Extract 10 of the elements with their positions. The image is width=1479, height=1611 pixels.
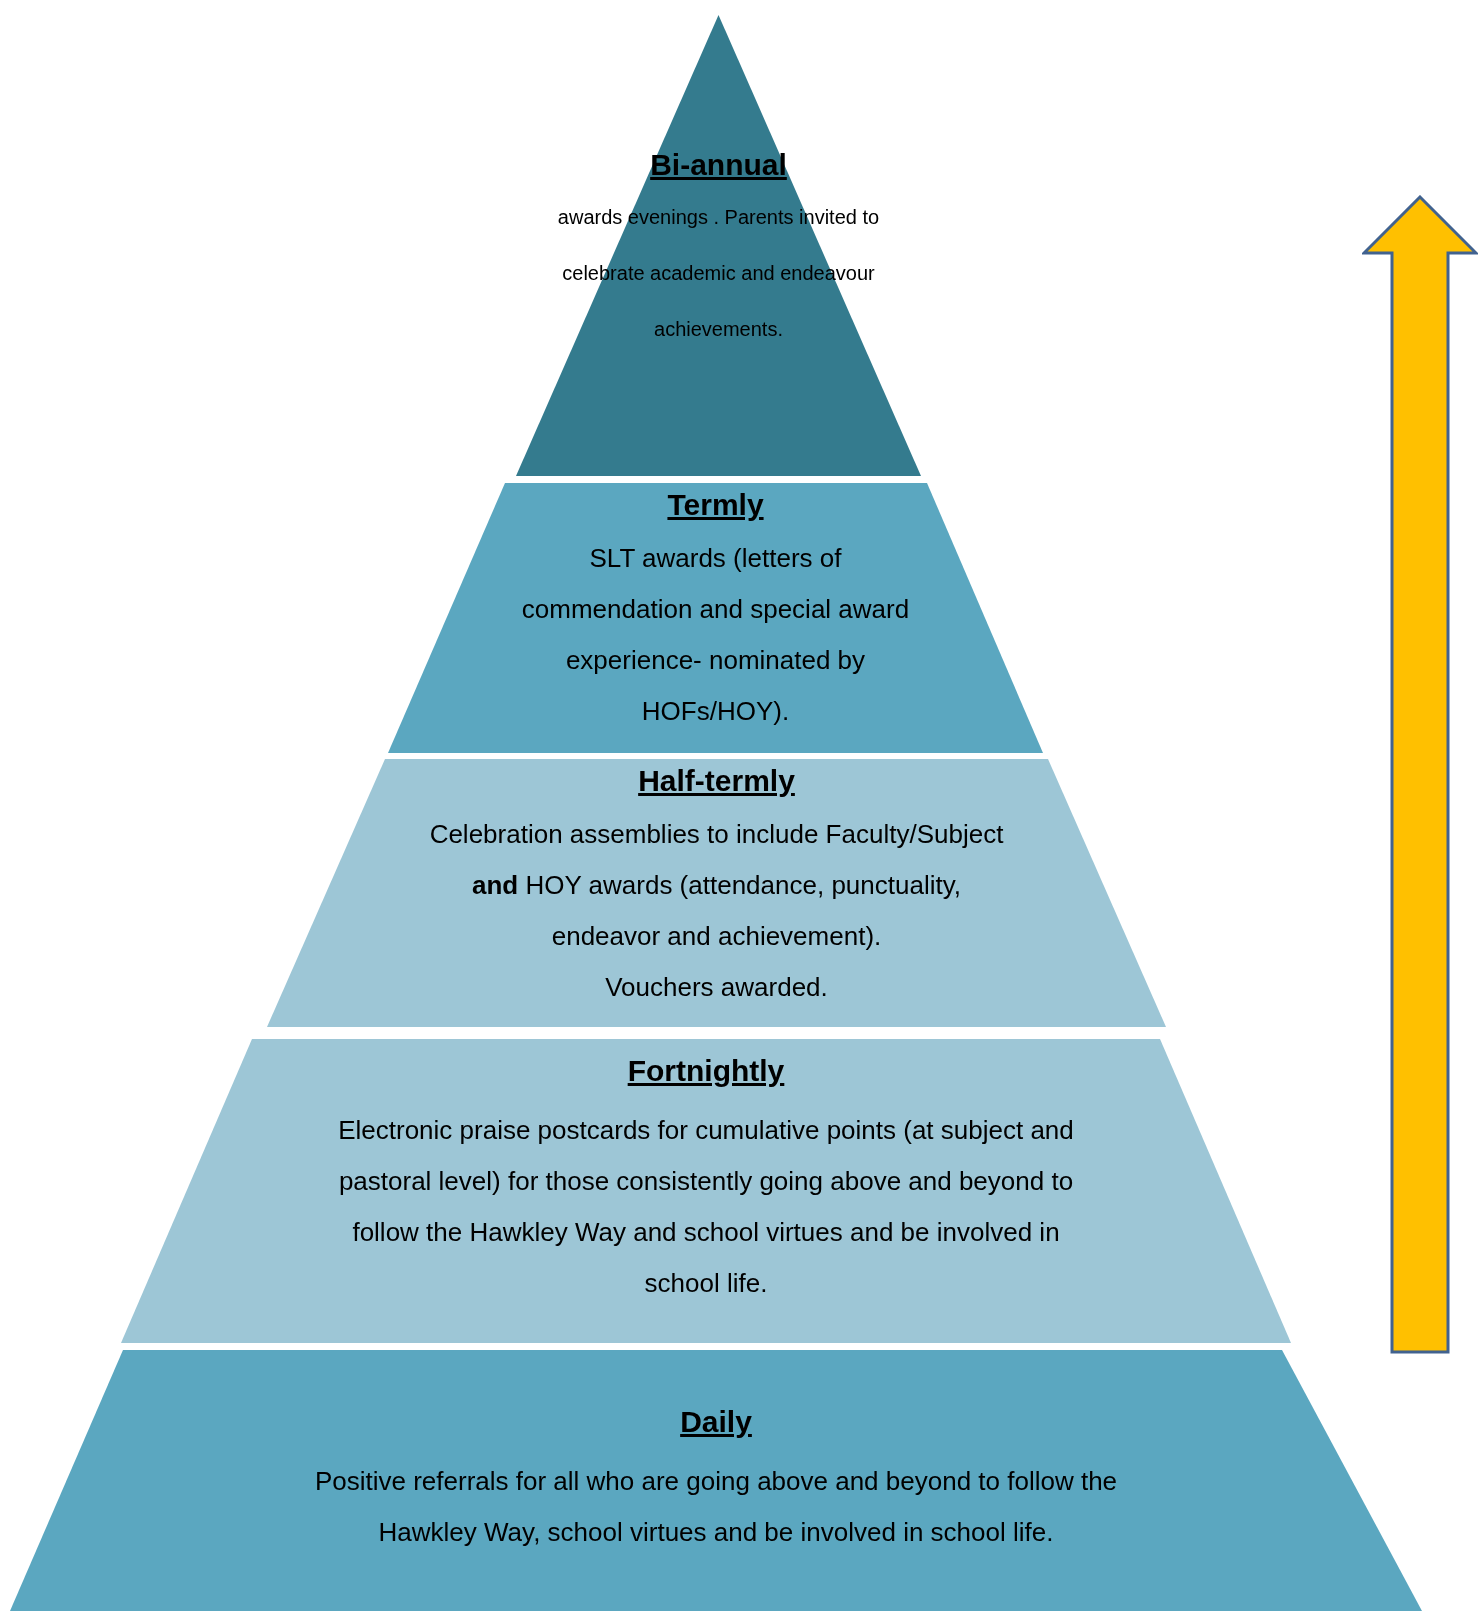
tier-heading: Daily (680, 1404, 752, 1440)
tier-heading: Half-termly (638, 763, 795, 799)
tier-description: SLT awards (letters of commendation and special award experience- nominated by HOFs/HOY). (520, 542, 911, 728)
tier-description: Celebration assemblies to include Faculty/Subject and HOY awards (attendance, punctuality, endeavor and achievement). (428, 818, 1005, 953)
tier-description: Electronic praise postcards for cumulative points (at subject and pastoral level) for those consistently going above and beyond to follow the Hawkley Way and school virtues and be involved in school life. (337, 1114, 1075, 1300)
tier-heading: Bi-annual (650, 147, 787, 183)
tier-description: Positive referrals for all who are going above and beyond to follow the Hawkley Way, school virtues and be involved in school life. (313, 1465, 1119, 1549)
tier-heading: Fortnightly (627, 1053, 785, 1089)
tier-description: Vouchers awarded. (605, 971, 828, 1004)
tier-heading: Termly (667, 487, 764, 523)
